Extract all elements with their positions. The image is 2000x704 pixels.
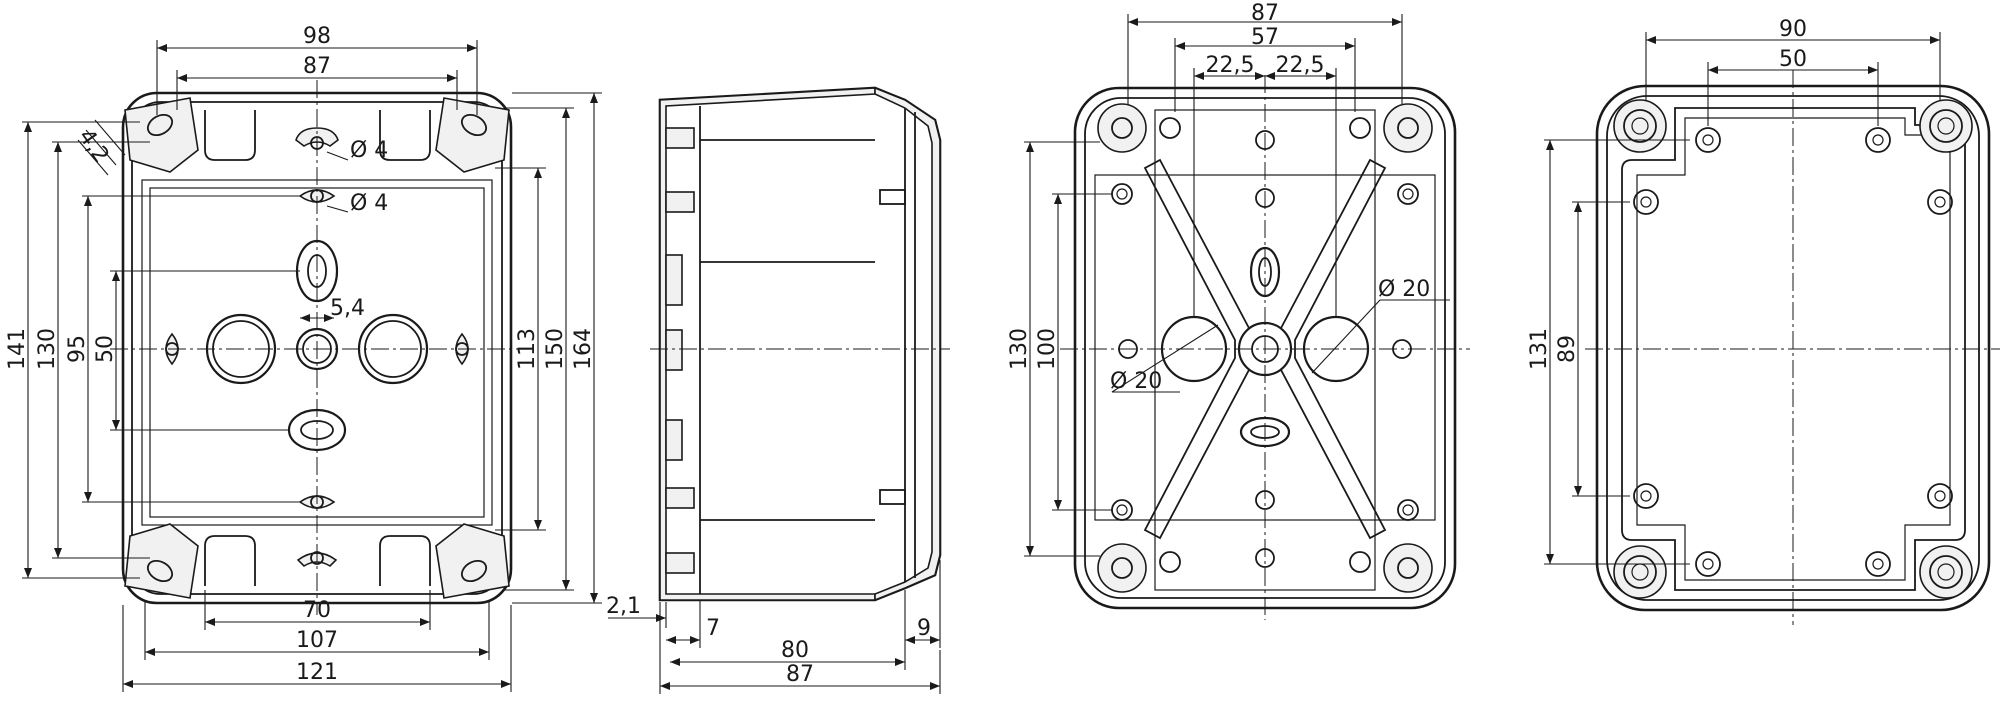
- dim-121: 121: [296, 660, 338, 685]
- dim-hole-4b: Ø 4: [350, 191, 388, 216]
- section-ribs: [665, 127, 906, 574]
- dim-90: 90: [1779, 17, 1807, 42]
- dim-22-5-right: 22,5: [1276, 53, 1325, 78]
- side-section-view: 2,1 7 80 9 87: [606, 86, 950, 694]
- dim-80: 80: [781, 638, 809, 663]
- bottom-view-dimensions: 98 87 70 107 121 4,2 Ø 4 Ø 4: [5, 24, 602, 692]
- dim-d20-left: Ø 20: [1110, 369, 1162, 394]
- inner-view-dimensions: 87 57 22,5 22,5 Ø 20 Ø 20 130 100: [1007, 1, 1450, 557]
- dim-87-inner: 87: [1251, 1, 1279, 26]
- side-section-dimensions: 2,1 7 80 9 87: [606, 560, 941, 694]
- dim-131: 131: [1527, 328, 1552, 370]
- dim-50: 50: [93, 335, 118, 363]
- dim-5-4: 5,4: [330, 296, 365, 321]
- dim-d20-right: Ø 20: [1378, 277, 1430, 302]
- dim-113: 113: [515, 328, 540, 370]
- dim-hole-4a: Ø 4: [350, 138, 388, 163]
- inner-view: 87 57 22,5 22,5 Ø 20 Ø 20 130 100: [1007, 1, 1470, 620]
- dim-89: 89: [1555, 335, 1580, 363]
- section-outline: [658, 86, 942, 602]
- lid-view-dimensions: 90 50 131 89: [1527, 17, 1941, 565]
- dim-100: 100: [1035, 328, 1060, 370]
- dim-130: 130: [35, 328, 60, 370]
- dim-98: 98: [303, 24, 331, 49]
- dim-107: 107: [296, 628, 338, 653]
- inner-corner-posts: [1097, 103, 1433, 593]
- section-wall: [659, 87, 876, 601]
- dim-50-lid: 50: [1779, 47, 1807, 72]
- dim-7: 7: [706, 616, 720, 641]
- lid-view: 90 50 131 89: [1527, 17, 2000, 625]
- dim-2-1: 2,1: [606, 594, 641, 619]
- dim-22-5-left: 22,5: [1206, 53, 1255, 78]
- dim-4-2: 4,2: [73, 125, 114, 168]
- lid-screws: [1613, 99, 1973, 599]
- dim-150: 150: [543, 328, 568, 370]
- dim-57: 57: [1251, 25, 1279, 50]
- dim-87: 87: [303, 54, 331, 79]
- dim-70: 70: [303, 598, 331, 623]
- dim-9: 9: [917, 616, 931, 641]
- dim-164: 164: [571, 328, 596, 370]
- section-lid: [874, 86, 941, 602]
- bottom-view: 98 87 70 107 121 4,2 Ø 4 Ø 4: [5, 24, 602, 692]
- corner-posts: [124, 97, 510, 599]
- dim-95: 95: [65, 335, 90, 363]
- dim-87-depth: 87: [786, 662, 814, 687]
- dim-130-inner: 130: [1007, 328, 1032, 370]
- dim-141: 141: [5, 328, 30, 370]
- mounting-lugs: [204, 110, 431, 586]
